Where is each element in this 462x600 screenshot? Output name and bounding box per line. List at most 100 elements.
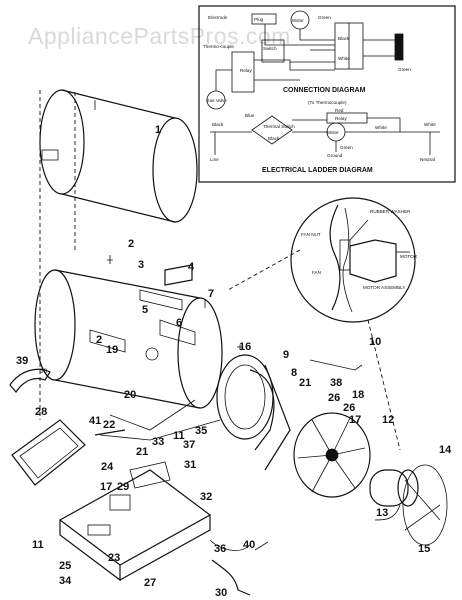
callout-10: 10 (369, 336, 381, 348)
callout-27: 27 (144, 577, 156, 589)
electrode (309, 359, 363, 371)
label-thermocouple: Thermo-couple (203, 44, 234, 49)
callout-36: 36 (214, 543, 226, 555)
connection-diagram: Electrode Plug Motor Green Black White G… (203, 10, 411, 110)
fan-guard-rear (9, 368, 51, 393)
watermark: AppliancePartsPros.com (28, 23, 291, 49)
burner-assembly (216, 354, 291, 471)
callout-13: 13 (376, 507, 388, 519)
label-neutral: Neutral (420, 157, 435, 162)
label-ground: Ground (327, 153, 343, 158)
connection-diagram-title: CONNECTION DIAGRAM (283, 87, 366, 94)
motor-bracket (402, 464, 448, 546)
control-base (58, 469, 212, 582)
callout-37: 37 (183, 439, 195, 451)
callout-33: 33 (152, 436, 164, 448)
combustion-chamber (34, 269, 223, 409)
callout-numbers: 1 2 3 4 5 6 7 2 19 16 9 10 8 21 38 18 26… (16, 124, 452, 599)
callout-35: 35 (195, 425, 207, 437)
label-motor-assembly: MOTOR ASSEMBLY (363, 285, 405, 290)
ladder-diagram: (To Thermocouple) Red Relay Thermal Swit… (210, 100, 440, 174)
label-green-plug: Green (398, 67, 411, 72)
rear-grille (11, 419, 86, 486)
fan-blade (293, 412, 371, 498)
callout-32: 32 (200, 491, 212, 503)
callout-26a: 26 (328, 392, 340, 404)
wiring-diagram-box: Electrode Plug Motor Green Black White G… (198, 5, 456, 183)
callout-3: 3 (138, 259, 144, 271)
label-white-right: White (424, 122, 436, 127)
label-switch: Switch (263, 46, 277, 51)
outer-shell-cover (39, 89, 198, 223)
callout-39: 39 (16, 355, 28, 367)
label-fan: FAN (312, 270, 321, 275)
label-white-mid: White (375, 125, 387, 130)
handle (164, 264, 193, 286)
callout-7: 7 (208, 288, 214, 300)
callout-9: 9 (283, 349, 289, 361)
ignition-module (129, 461, 171, 489)
fan-motor (369, 469, 419, 521)
callout-22: 22 (103, 419, 115, 431)
gas-line (99, 399, 221, 441)
callout-34: 34 (59, 575, 72, 587)
callout-11b: 11 (32, 539, 44, 551)
callout-1: 1 (155, 124, 161, 136)
callout-17: 17 (349, 414, 361, 426)
callout-41: 41 (89, 415, 101, 427)
callout-5: 5 (142, 304, 148, 316)
callout-11: 11 (173, 430, 185, 442)
callout-14: 14 (439, 444, 452, 456)
label-green-mid: Green (340, 145, 353, 150)
callout-6: 6 (176, 317, 182, 329)
callout-20: 20 (124, 389, 136, 401)
label-motor: MOTOR (400, 254, 418, 259)
cord-strain-relief (209, 539, 251, 551)
label-motor-mid: Motor (327, 130, 339, 135)
callout-23: 23 (108, 552, 120, 564)
label-red: Red (335, 108, 344, 113)
callout-40: 40 (243, 539, 255, 551)
label-thermal-switch: Thermal Switch (263, 124, 295, 129)
callout-15: 15 (418, 543, 430, 555)
callout-8: 8 (291, 367, 297, 379)
callout-4: 4 (188, 261, 195, 273)
label-blue: Blue (245, 113, 255, 118)
callout-30: 30 (215, 587, 227, 599)
callout-12: 12 (382, 414, 394, 426)
callout-21b: 21 (136, 446, 148, 458)
label-to-thermocouple: (To Thermocouple) (308, 100, 347, 105)
callout-28: 28 (35, 406, 47, 418)
callout-38: 38 (330, 377, 342, 389)
callout-25: 25 (59, 560, 71, 572)
callout-29: 29 (117, 481, 129, 493)
callout-2b: 2 (96, 334, 102, 346)
label-black-mid: Black (268, 136, 280, 141)
ladder-diagram-title: ELECTRICAL LADDER DIAGRAM (262, 167, 373, 174)
label-relay-mid: Relay (335, 116, 347, 121)
callout-17b: 17 (100, 481, 112, 493)
label-fan-nut: FAN NUT (301, 232, 321, 237)
label-black-left: Black (212, 122, 224, 127)
callout-19: 19 (106, 344, 118, 356)
label-line: Line (210, 157, 219, 162)
power-cord (211, 559, 251, 596)
label-gas-valve: Gas Valve (206, 98, 227, 103)
callout-18: 18 (352, 389, 364, 401)
callout-31: 31 (184, 459, 196, 471)
callout-21: 21 (299, 377, 311, 389)
motor-detail-inset: RUBBER WASHER FAN NUT MOTOR FAN MOTOR AS… (227, 197, 418, 451)
label-motor-top: Motor (292, 18, 304, 23)
callout-2: 2 (128, 238, 134, 250)
label-white-top: White (338, 56, 350, 61)
label-black-top: Black (338, 36, 350, 41)
label-rubber-washer: RUBBER WASHER (370, 209, 411, 214)
callout-26b: 26 (343, 402, 355, 414)
label-green-top: Green (318, 15, 331, 20)
label-plug: Plug (254, 17, 264, 22)
label-electrode: Electrode (208, 15, 228, 20)
callout-16: 16 (239, 341, 251, 353)
callout-24: 24 (101, 461, 114, 473)
label-relay: Relay (240, 68, 252, 73)
